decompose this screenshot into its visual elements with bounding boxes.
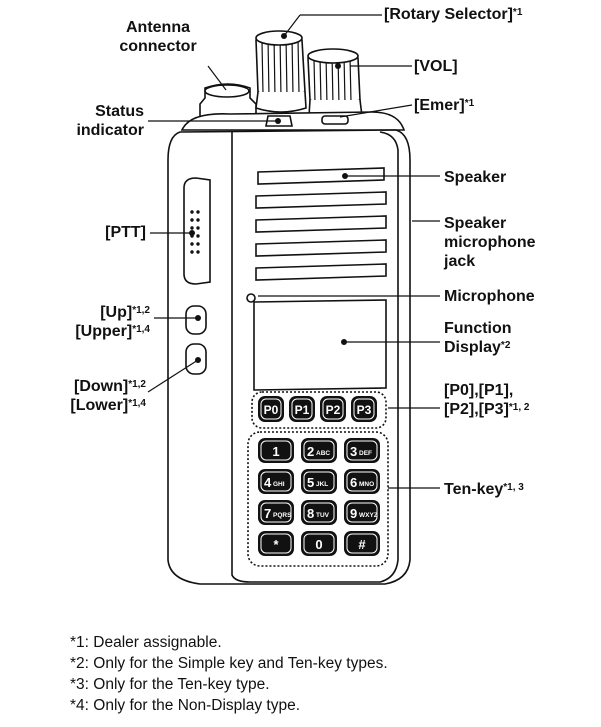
ten-key-main-label: 3 <box>350 444 357 459</box>
function-display <box>253 299 387 391</box>
label-status-indicator: Status indicator <box>76 103 144 139</box>
label-ten-key: Ten-key*1, 3 <box>444 481 524 498</box>
p-key-label: P2 <box>326 403 341 417</box>
footnote: *3: Only for the Ten-key type. <box>70 676 270 693</box>
label-microphone: Microphone <box>444 288 535 305</box>
ten-key-main-label: * <box>273 537 279 552</box>
p-key-label: P1 <box>295 403 310 417</box>
footnote: *2: Only for the Simple key and Ten-key … <box>70 655 388 672</box>
ten-key-main-label: 2 <box>307 444 314 459</box>
footnotes: *1: Dealer assignable. *2: Only for the … <box>70 632 388 716</box>
ten-key-main-label: 0 <box>315 537 322 552</box>
ten-key-letters: DEF <box>359 450 372 457</box>
ten-key-button[interactable]: # <box>344 531 380 556</box>
speaker-grille <box>255 167 387 281</box>
ten-key-main-label: 1 <box>272 444 279 459</box>
ten-key-letters: WXYZ <box>359 512 378 519</box>
ten-key-button[interactable]: 0 <box>301 531 337 556</box>
ten-key-letters: JKL <box>316 481 328 488</box>
label-antenna-connector: Antenna connector <box>119 19 197 55</box>
microphone-hole <box>246 293 256 303</box>
ten-key-main-label: 7 <box>264 506 271 521</box>
ten-key-main-label: 8 <box>307 506 314 521</box>
ten-key-main-label: # <box>358 537 366 552</box>
footnote: *1: Dealer assignable. <box>70 634 222 651</box>
label-speaker-microphone-jack: Speaker microphone jack <box>444 215 536 270</box>
ten-key-letters: MNO <box>359 481 374 488</box>
p-key-button[interactable]: P3 <box>351 396 377 422</box>
p-key-label: P3 <box>357 403 372 417</box>
label-down-lower: [Down]*1,2 [Lower]*1,4 <box>70 378 146 414</box>
label-ptt: [PTT] <box>105 224 146 241</box>
ten-key-button[interactable]: 1 <box>258 438 294 463</box>
label-speaker: Speaker <box>444 169 507 186</box>
ten-key-letters: TUV <box>316 512 330 519</box>
ten-key-main-label: 6 <box>350 475 357 490</box>
ten-key-button[interactable]: * <box>258 531 294 556</box>
ten-key-main-label: 9 <box>350 506 357 521</box>
p-key-row: P0 P1 P2 P3 <box>258 396 377 422</box>
ten-key-letters: GHI <box>273 481 285 488</box>
emer-button <box>321 115 349 125</box>
ten-key-main-label: 5 <box>307 475 314 490</box>
ptt-side-button <box>183 177 211 285</box>
ten-key-letters: ABC <box>316 450 330 457</box>
label-rotary-selector: [Rotary Selector]*1 <box>384 6 523 23</box>
p-key-button[interactable]: P2 <box>320 396 346 422</box>
label-function-display: Function Display*2 <box>444 320 512 356</box>
ten-key-letters: PQRS <box>273 512 292 519</box>
label-up-upper: [Up]*1,2 [Upper]*1,4 <box>75 304 150 340</box>
ten-key-main-label: 4 <box>264 475 272 490</box>
label-emer: [Emer]*1 <box>414 97 475 114</box>
label-vol: [VOL] <box>414 58 458 75</box>
p-key-button[interactable]: P0 <box>258 396 284 422</box>
label-p-keys: [P0],[P1], [P2],[P3]*1, 2 <box>444 382 530 418</box>
p-key-button[interactable]: P1 <box>289 396 315 422</box>
p-key-label: P0 <box>264 403 279 417</box>
footnote: *4: Only for the Non-Display type. <box>70 697 301 714</box>
